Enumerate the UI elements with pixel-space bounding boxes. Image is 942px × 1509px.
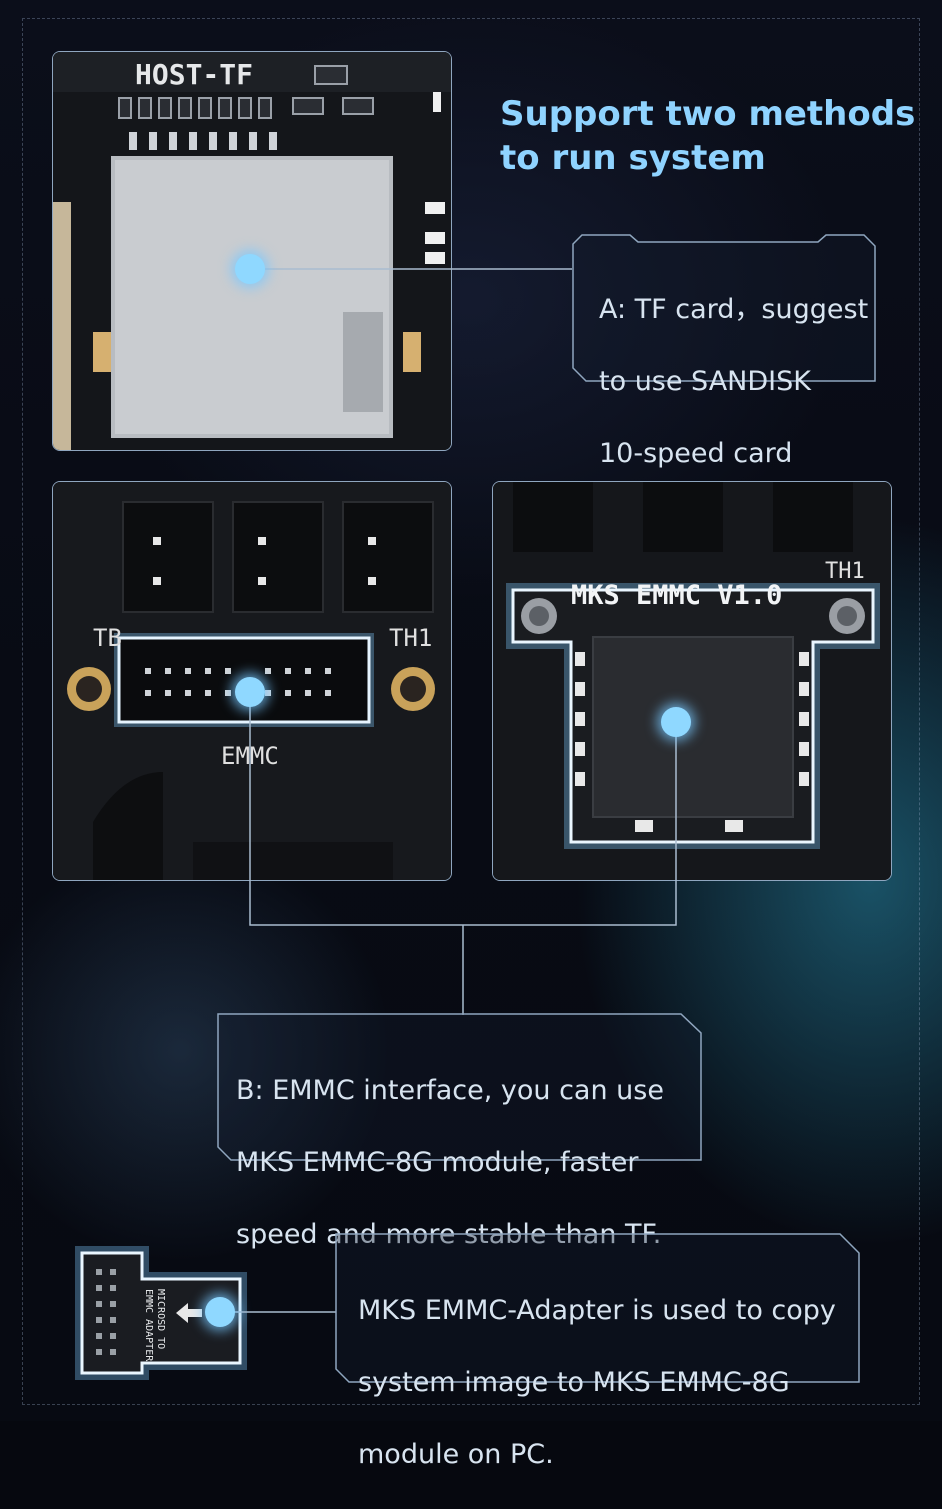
- emmc-port-marker: [235, 677, 265, 707]
- callout-b-line-2: MKS EMMC-8G module, faster: [236, 1147, 639, 1178]
- emmc-port-photo: TB TH1 EMMC: [52, 481, 452, 881]
- th1-label-left: TH1: [389, 624, 432, 652]
- adapter-label-2: EMMC ADAPTER: [143, 1289, 154, 1362]
- callout-emmc-adapter: MKS EMMC-Adapter is used to copy system …: [335, 1233, 860, 1470]
- connector-lines: [220, 268, 677, 1313]
- tb-label: TB: [93, 624, 122, 652]
- callout-c-line-1: MKS EMMC-Adapter is used to copy: [358, 1295, 836, 1326]
- title-line-1: Support two methods: [500, 94, 916, 134]
- emmc-module-marker: [661, 707, 691, 737]
- emmc-adapter-photo: MICROSD TO EMMC ADAPTER: [70, 1245, 255, 1385]
- tf-slot-photo: HOST-TF: [52, 51, 452, 451]
- adapter-marker: [205, 1297, 235, 1327]
- mks-emmc-label: MKS EMMC V1.0: [571, 580, 782, 611]
- callout-a-line-3: 10-speed card: [599, 438, 793, 469]
- adapter-label-1: MICROSD TO: [155, 1289, 166, 1349]
- emmc-module-photo: MKS EMMC V1.0 TH1: [492, 481, 892, 881]
- callout-a-line-2: to use SANDISK: [599, 366, 811, 397]
- tf-slot-marker: [235, 254, 265, 284]
- th1-label-right: TH1: [825, 559, 865, 584]
- callout-c-line-3: module on PC.: [358, 1439, 554, 1470]
- page-title: Support two methods to run system: [500, 92, 920, 180]
- title-line-2: to run system: [500, 138, 766, 178]
- callout-emmc-interface: B: EMMC interface, you can use MKS EMMC-…: [217, 1013, 702, 1250]
- callout-c-line-2: system image to MKS EMMC-8G: [358, 1367, 790, 1398]
- callout-a-line-1: A: TF card，suggest: [599, 294, 869, 325]
- callout-b-line-1: B: EMMC interface, you can use: [236, 1075, 664, 1106]
- dashed-frame: [22, 18, 920, 1405]
- host-tf-label: HOST-TF: [135, 58, 253, 91]
- callout-tf-card: A: TF card，suggest to use SANDISK 10-spe…: [572, 234, 876, 469]
